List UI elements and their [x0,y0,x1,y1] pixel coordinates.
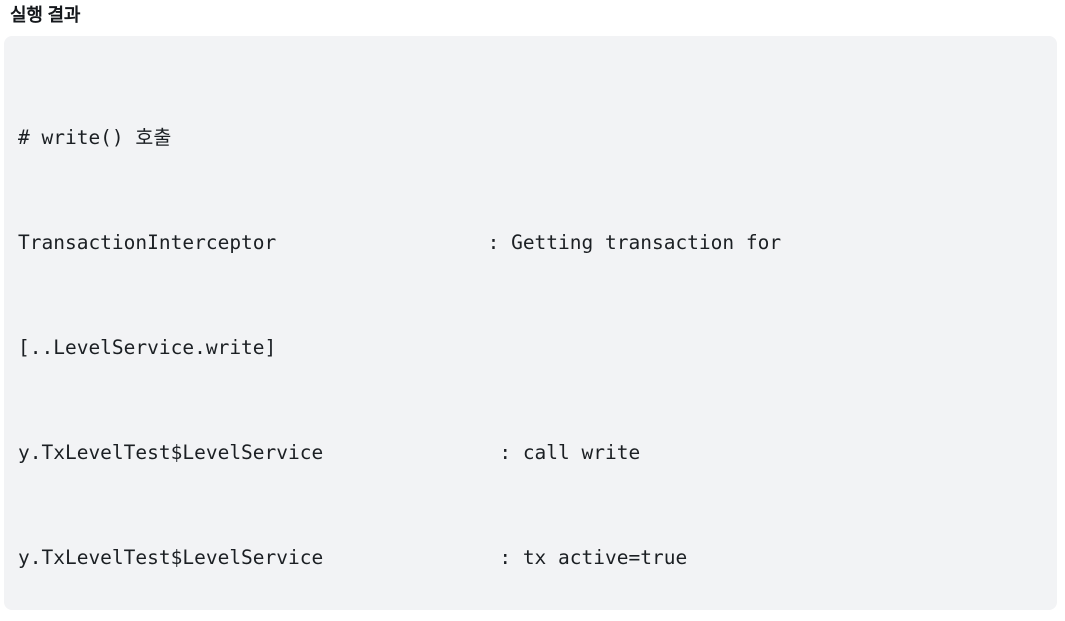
page-title: 실행 결과 [10,5,81,25]
code-line: TransactionInterceptor : Getting transac… [18,231,782,254]
code-output-lines: # write() 호출 TransactionInterceptor : Ge… [18,50,1043,610]
code-output-block: # write() 호출 TransactionInterceptor : Ge… [4,36,1057,610]
code-line: # write() 호출 [18,126,172,149]
code-line: y.TxLevelTest$LevelService : tx active=t… [18,546,688,569]
code-line: [..LevelService.write] [18,336,277,359]
code-line: y.TxLevelTest$LevelService : call write [18,441,641,464]
